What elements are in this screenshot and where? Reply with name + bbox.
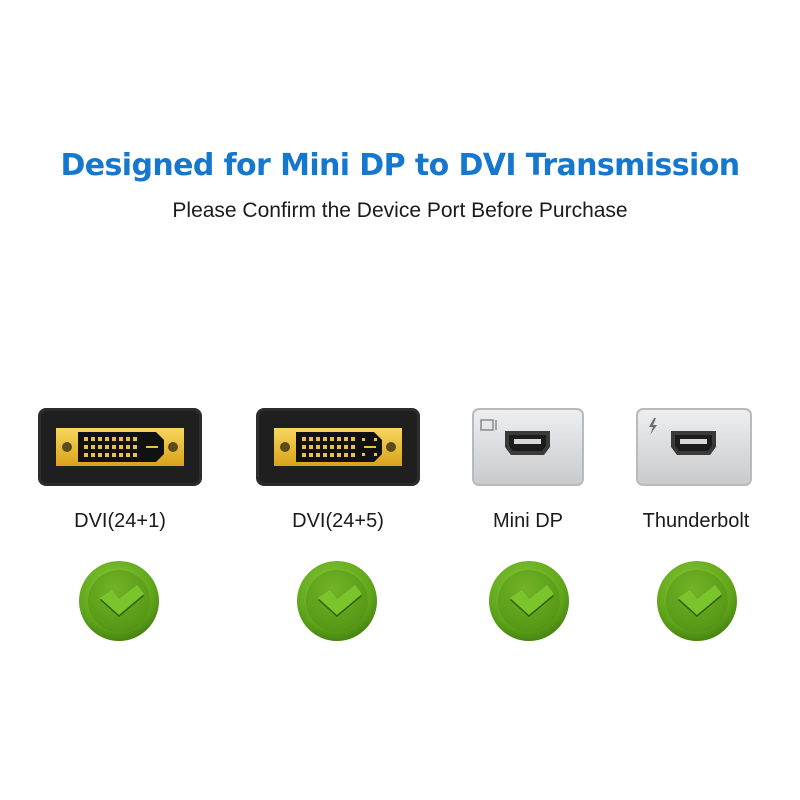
mini-displayport-port-icon	[472, 408, 584, 486]
page-subtitle: Please Confirm the Device Port Before Pu…	[172, 199, 628, 222]
page-title: Designed for Mini DP to DVI Transmission	[60, 148, 741, 183]
check-icon	[78, 560, 160, 642]
port-label-mini-dp: Mini DP	[492, 510, 563, 532]
thunderbolt-port-icon	[636, 408, 752, 486]
port-label-thunderbolt: Thunderbolt	[642, 510, 750, 532]
dvi-24-5-port-icon	[256, 408, 420, 486]
port-label-dvi-24-1: DVI(24+1)	[74, 510, 166, 532]
port-label-dvi-24-5: DVI(24+5)	[292, 510, 384, 532]
dvi-24-1-port-icon	[38, 408, 202, 486]
check-icon	[488, 560, 570, 642]
check-icon	[656, 560, 738, 642]
check-icon	[296, 560, 378, 642]
